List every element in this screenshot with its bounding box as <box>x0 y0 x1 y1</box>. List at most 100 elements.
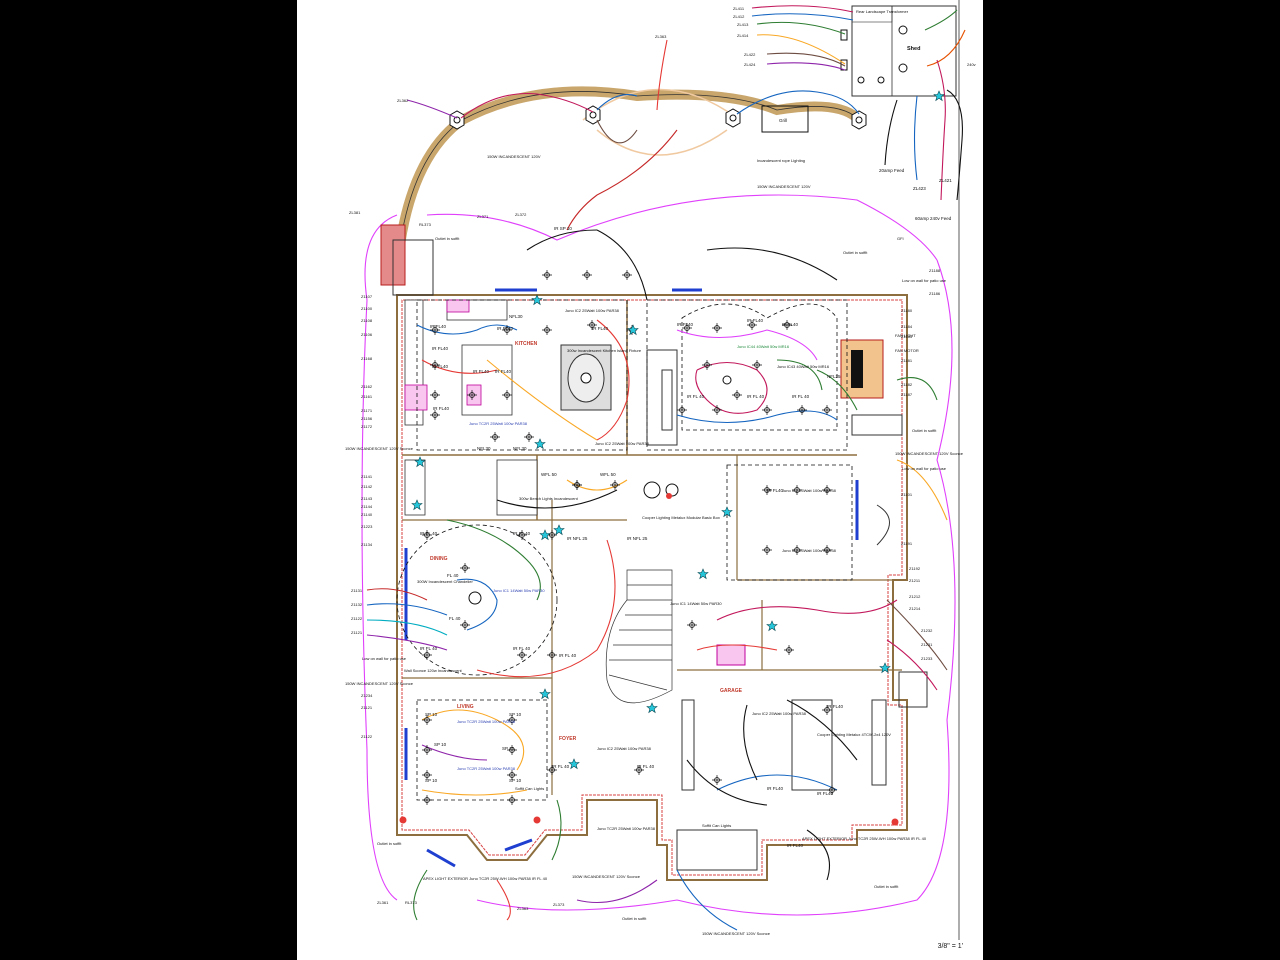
svg-text:SP 10: SP 10 <box>425 778 438 783</box>
fixture-labels: IR FL40 IR FL40 IR FL40 IR FL40 IR FL40 … <box>420 226 844 848</box>
svg-text:RL373: RL373 <box>405 900 418 905</box>
svg-text:IR FL40: IR FL40 <box>432 346 449 351</box>
svg-text:Z1184: Z1184 <box>901 324 913 329</box>
svg-text:IR FL40: IR FL40 <box>787 843 804 848</box>
svg-text:NFL30: NFL30 <box>509 314 523 319</box>
svg-text:IR NFL 25: IR NFL 25 <box>627 536 648 541</box>
bollard-label-2: 150W INCANDESCENT 120V <box>757 184 811 189</box>
svg-text:ZL362: ZL362 <box>397 98 409 103</box>
svg-text:Z1231: Z1231 <box>921 642 933 647</box>
misc-labels: RL373 ZL381 ZL371 ZL372 ZL362 ZL361 ZL36… <box>349 98 904 911</box>
kitchen-cabinets <box>404 299 538 516</box>
svg-text:Z1121: Z1121 <box>361 705 373 710</box>
svg-text:ZL412: ZL412 <box>733 14 745 19</box>
svg-text:Z1191: Z1191 <box>901 541 913 546</box>
svg-text:IR FL 40: IR FL 40 <box>792 394 810 399</box>
svg-text:Outlet in soffit: Outlet in soffit <box>874 884 899 889</box>
svg-text:IR FL40: IR FL40 <box>497 326 514 331</box>
svg-text:ZL414: ZL414 <box>737 33 749 38</box>
svg-text:IR FL40: IR FL40 <box>827 704 844 709</box>
svg-text:ZL424: ZL424 <box>744 62 756 67</box>
svg-text:IR FL40: IR FL40 <box>473 369 490 374</box>
svg-text:Z1187: Z1187 <box>901 392 913 397</box>
svg-text:NFL30: NFL30 <box>513 446 527 451</box>
fixture-notes: 300w Incandescent Kitchen Island Fixture… <box>345 236 964 936</box>
electrical-floor-plan: Shed Rear Landscape Transformer 240v ZL4… <box>345 0 976 940</box>
svg-text:Z1180: Z1180 <box>901 308 913 313</box>
svg-text:Juno IC1 14Watt 50w PAR30: Juno IC1 14Watt 50w PAR30 <box>670 601 722 606</box>
svg-text:300w Bench Lights Incandescent: 300w Bench Lights Incandescent <box>519 496 579 501</box>
svg-text:FL 40: FL 40 <box>447 573 459 578</box>
svg-text:SP 10: SP 10 <box>425 712 438 717</box>
svg-text:GFI: GFI <box>897 236 904 241</box>
svg-text:Juno IC2 25Watt 100w PAR38: Juno IC2 25Watt 100w PAR38 <box>782 548 837 553</box>
svg-text:Z1188: Z1188 <box>929 268 941 273</box>
svg-text:IR FL40: IR FL40 <box>677 322 694 327</box>
svg-text:Z1122: Z1122 <box>361 734 373 739</box>
svg-text:ZL413: ZL413 <box>737 22 749 27</box>
svg-text:Z1212: Z1212 <box>909 594 921 599</box>
shed: Shed Rear Landscape Transformer 240v <box>840 5 976 97</box>
svg-text:IR FL40: IR FL40 <box>592 326 609 331</box>
svg-text:Z1131: Z1131 <box>351 588 363 593</box>
svg-text:Z1171: Z1171 <box>361 408 373 413</box>
shed-feed-label: 240v <box>967 62 976 67</box>
svg-text:Z1182: Z1182 <box>901 382 913 387</box>
room-foyer: FOYER <box>559 736 577 742</box>
svg-text:SP 10: SP 10 <box>502 746 515 751</box>
rear-patio-arc <box>392 86 861 271</box>
svg-text:Juno TC2R 25Watt 100w PAR38: Juno TC2R 25Watt 100w PAR38 <box>457 719 516 724</box>
pendant-fixtures <box>468 372 732 605</box>
interior-wires <box>366 229 948 931</box>
svg-text:Soffit Can Lights: Soffit Can Lights <box>515 786 544 791</box>
svg-text:IR FL 40: IR FL 40 <box>559 653 577 658</box>
svg-text:Outlet in soffit: Outlet in soffit <box>622 916 647 921</box>
svg-text:ZL372: ZL372 <box>515 212 527 217</box>
svg-text:Z1234: Z1234 <box>361 693 373 698</box>
svg-text:Juno IC2 25Watt 100w PAR38: Juno IC2 25Watt 100w PAR38 <box>595 441 650 446</box>
svg-text:IR FL40: IR FL40 <box>747 318 764 323</box>
svg-text:Z1233: Z1233 <box>921 656 933 661</box>
svg-text:Z1211: Z1211 <box>909 578 921 583</box>
svg-text:Outlet in soffit: Outlet in soffit <box>912 428 937 433</box>
svg-text:IR FL 40: IR FL 40 <box>687 394 705 399</box>
svg-text:Cooper Lighting Metalux 4TCW-2: Cooper Lighting Metalux 4TCW-2x4 120V <box>817 732 891 737</box>
svg-text:Z1100: Z1100 <box>361 306 373 311</box>
svg-text:Z1192: Z1192 <box>909 566 921 571</box>
svg-text:IR FL40: IR FL40 <box>817 791 834 796</box>
feed-20amp: 20amp Feed <box>879 168 905 173</box>
svg-text:IR FL40: IR FL40 <box>495 369 512 374</box>
shed-wires <box>751 5 966 201</box>
circuit-labels-right: Z1188 Z1186 Z1180 Z1184 Z1183 Z1181 Z118… <box>901 268 941 661</box>
svg-text:Z1162: Z1162 <box>361 384 373 389</box>
svg-text:Z1101: Z1101 <box>901 492 913 497</box>
svg-text:Juno IC2 25Watt 100w PAR38: Juno IC2 25Watt 100w PAR38 <box>597 746 652 751</box>
svg-text:IR NFL 25: IR NFL 25 <box>567 536 588 541</box>
svg-text:ZL411: ZL411 <box>733 6 745 11</box>
svg-text:150W INCANDESCENT 120V Sconce: 150W INCANDESCENT 120V Sconce <box>572 874 641 879</box>
rear-wires <box>361 39 956 916</box>
svg-text:Cooper Lighting Metalux Modula: Cooper Lighting Metalux Modular Basic Bo… <box>642 515 720 520</box>
svg-text:Z1214: Z1214 <box>909 606 921 611</box>
rope-lighting-label: Incandescent rope Lighting <box>757 158 805 163</box>
svg-text:Low on wall for patio use: Low on wall for patio use <box>902 466 947 471</box>
foyer-stairs <box>605 569 673 704</box>
svg-text:Juno TC2R 25Watt 100w PAR38: Juno TC2R 25Watt 100w PAR38 <box>469 421 528 426</box>
svg-text:Low on wall for patio use: Low on wall for patio use <box>902 278 947 283</box>
svg-text:Z1107: Z1107 <box>361 294 373 299</box>
svg-text:Outlet in soffit: Outlet in soffit <box>843 250 868 255</box>
svg-text:Juno IC43 40Watt 50w MR16: Juno IC43 40Watt 50w MR16 <box>777 364 830 369</box>
svg-text:SP 10: SP 10 <box>509 778 522 783</box>
svg-text:IR FL 40: IR FL 40 <box>747 394 765 399</box>
zl363-label: ZL363 <box>655 34 667 39</box>
svg-text:FAN MOTOR: FAN MOTOR <box>895 348 919 353</box>
svg-text:FL 40: FL 40 <box>449 616 461 621</box>
svg-text:Z1140: Z1140 <box>361 512 373 517</box>
transformer-label: Rear Landscape Transformer <box>856 9 909 14</box>
svg-text:Z1141: Z1141 <box>361 474 373 479</box>
svg-text:IR FL 40: IR FL 40 <box>420 646 438 651</box>
svg-text:WFL 50: WFL 50 <box>600 472 616 477</box>
svg-text:Z1172: Z1172 <box>361 424 373 429</box>
svg-text:Juno IC44 40Watt 50w MR16: Juno IC44 40Watt 50w MR16 <box>737 344 790 349</box>
svg-text:300W Incandescent Chandelier: 300W Incandescent Chandelier <box>417 579 473 584</box>
